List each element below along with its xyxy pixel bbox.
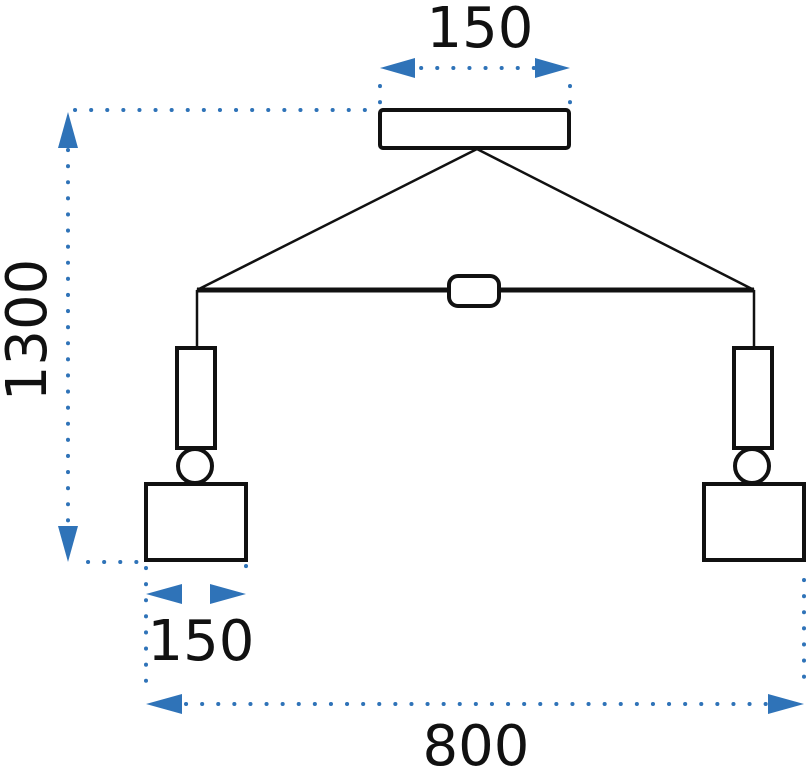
total-width-arrow-left: [146, 694, 182, 714]
lamp-drawing: [144, 108, 806, 562]
shade-right: [702, 482, 806, 562]
top-width-arrow-right: [535, 58, 570, 78]
joint-left: [176, 447, 214, 485]
shade-width-arrow-right: [210, 584, 246, 604]
arm-segment-left: [175, 346, 217, 450]
shade-width-label: 150: [148, 609, 255, 674]
height-label: 1300: [0, 259, 60, 402]
suspension-wire-left: [196, 147, 478, 292]
height-arrow-bottom: [58, 526, 78, 562]
shade-width-arrow-left: [146, 584, 182, 604]
joint-right: [733, 447, 771, 485]
dimension-lines: [58, 58, 806, 714]
shade-left: [144, 482, 248, 562]
height-arrow-top: [58, 112, 78, 148]
suspension-wire-right: [476, 147, 755, 292]
ceiling-canopy: [378, 108, 571, 150]
top-width-arrow-left: [380, 58, 415, 78]
total-width-arrow-right: [768, 694, 804, 714]
top-width-label: 150: [427, 0, 534, 61]
arm-segment-right: [732, 346, 774, 450]
bar-connector: [447, 274, 501, 308]
total-width-label: 800: [423, 714, 530, 770]
